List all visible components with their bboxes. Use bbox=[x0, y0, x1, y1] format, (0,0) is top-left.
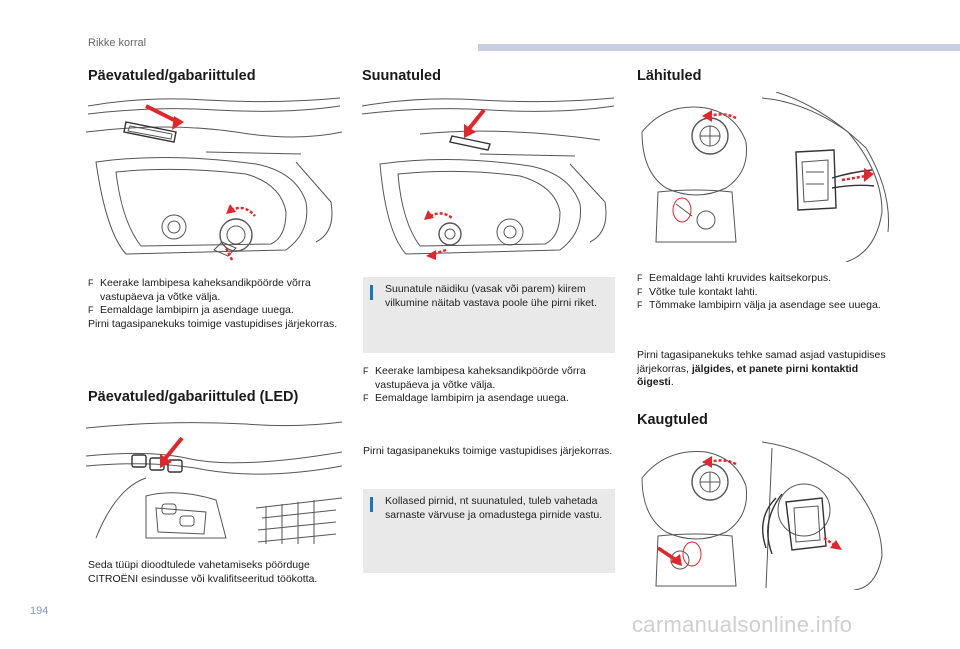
info-marker bbox=[370, 497, 373, 512]
info-text: Suunatule näidiku (vasak või parem) kiir… bbox=[385, 283, 597, 309]
header-bar bbox=[478, 44, 960, 51]
title-turn-signals: Suunatuled bbox=[362, 68, 441, 84]
page-number: 194 bbox=[30, 605, 49, 617]
watermark: carmanualsonline.info bbox=[632, 612, 853, 637]
info-box-yellow-bulbs: Kollased pirnid, nt suunatuled, tuleb va… bbox=[363, 489, 615, 573]
info-text: Kollased pirnid, nt suunatuled, tuleb va… bbox=[385, 495, 603, 521]
illustration-turn-signal-bulb bbox=[361, 97, 615, 260]
drl-note: Pirni tagasipanekuks toimige vastupidise… bbox=[88, 317, 338, 330]
turn-signal-note: Pirni tagasipanekuks toimige vastupidise… bbox=[363, 445, 613, 457]
illustration-drl-led bbox=[86, 421, 342, 544]
info-marker bbox=[370, 285, 373, 300]
title-high-beam: Kaugtuled bbox=[637, 412, 708, 428]
title-drl-led: Päevatuled/gabariittuled (LED) bbox=[88, 389, 299, 405]
info-box-turn-signal: Suunatule näidiku (vasak või parem) kiir… bbox=[363, 277, 615, 353]
low-beam-note: Pirni tagasipanekuks tehke samad asjad v… bbox=[637, 349, 886, 388]
illustration-high-beam bbox=[641, 441, 883, 590]
illustration-drl-bulb bbox=[86, 97, 342, 261]
led-note: Seda tüüpi dioodtulede vahetamiseks pöör… bbox=[88, 559, 318, 585]
title-day-running-lights: Päevatuled/gabariittuled bbox=[88, 68, 256, 84]
section-label: Rikke korral bbox=[88, 37, 147, 49]
illustration-low-beam bbox=[641, 92, 889, 262]
title-low-beam: Lähituled bbox=[637, 68, 702, 84]
